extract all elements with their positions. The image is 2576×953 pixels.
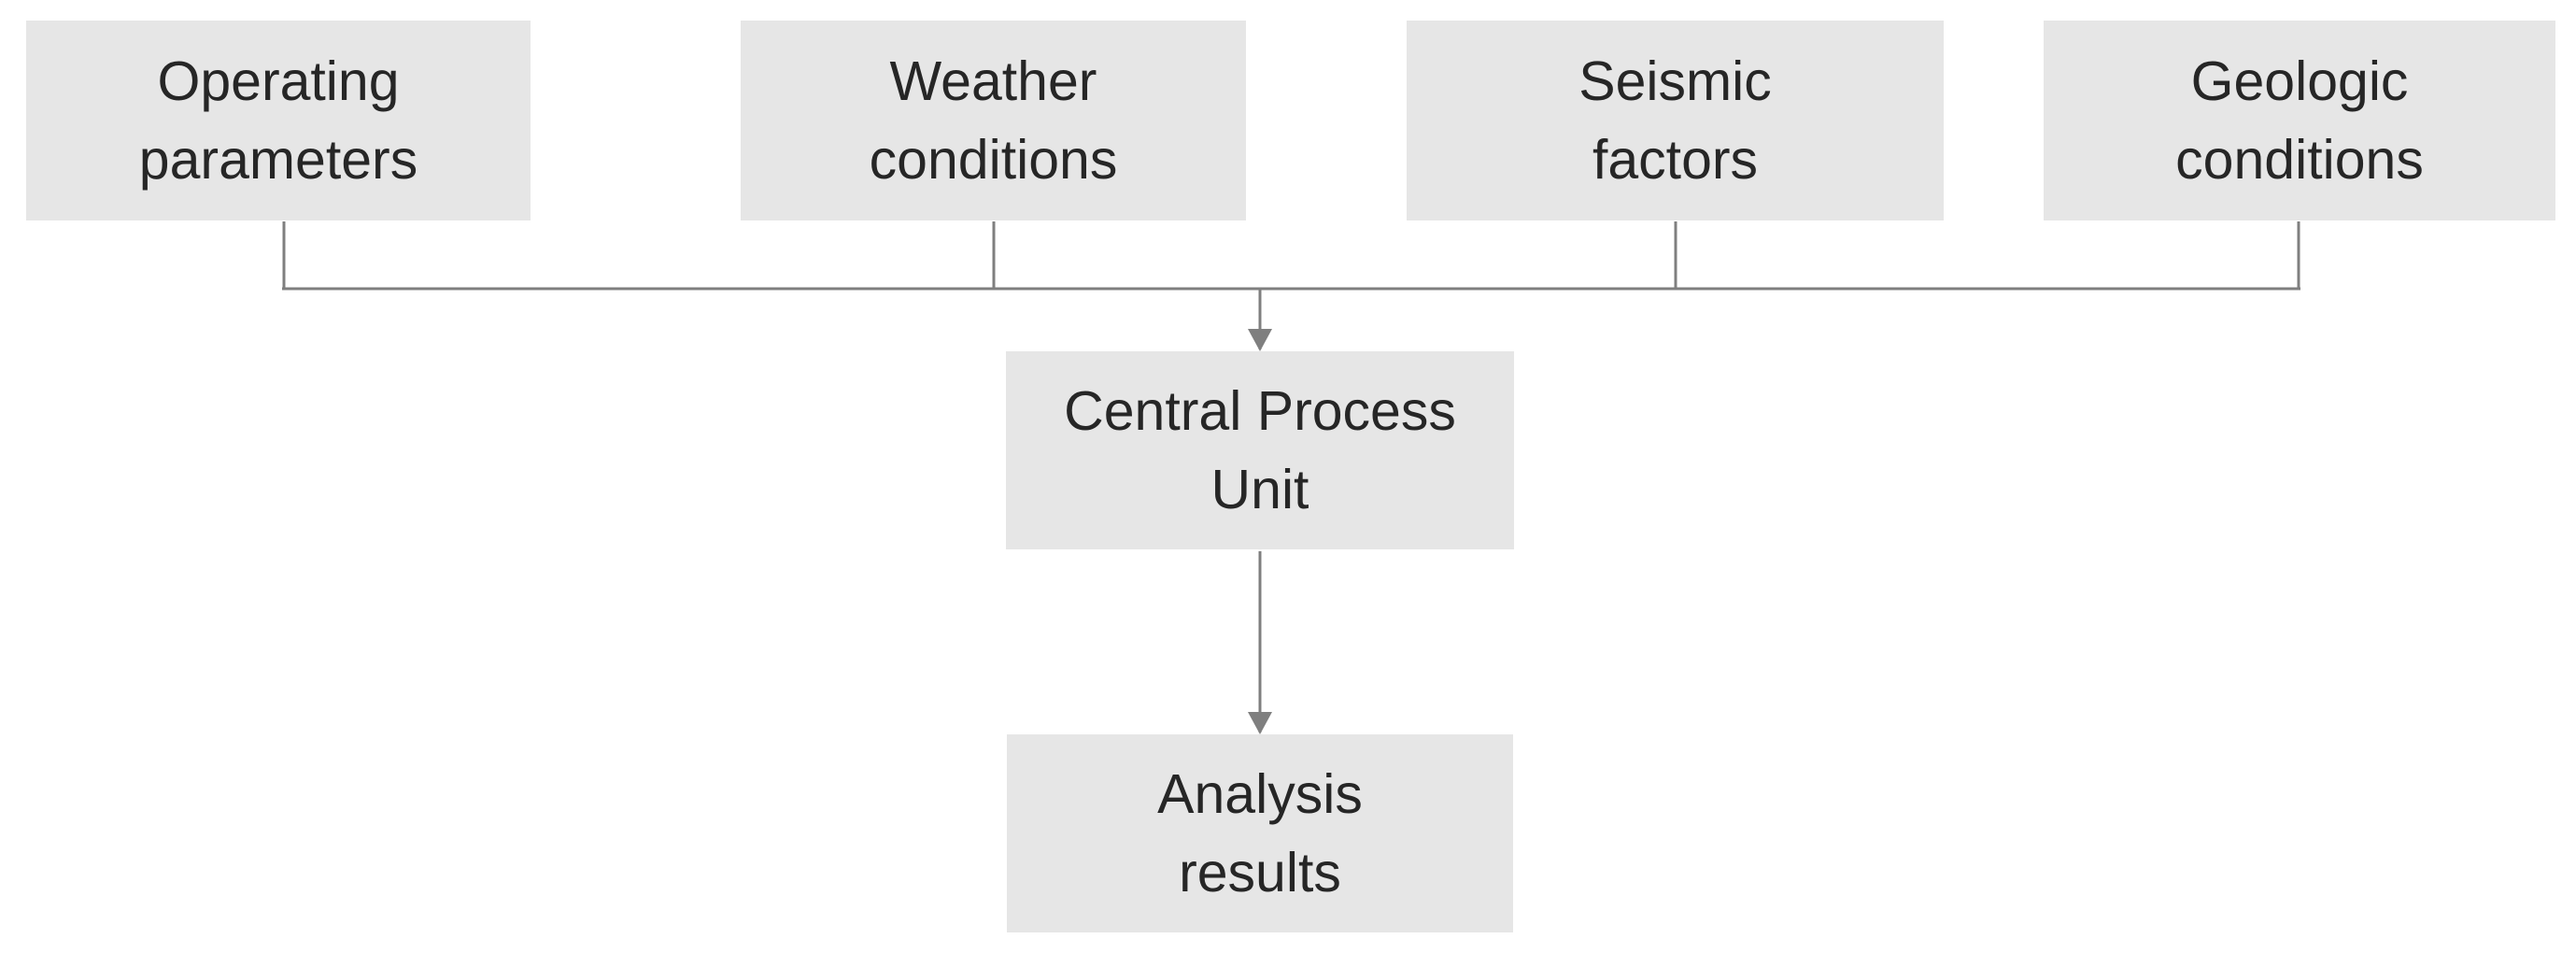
arrowhead-to-central xyxy=(1248,329,1272,351)
node-analysis-results: Analysis results xyxy=(1007,734,1513,932)
node-weather-conditions: Weather conditions xyxy=(741,21,1246,220)
node-central-process-unit: Central Process Unit xyxy=(1006,351,1514,549)
node-operating-parameters: Operating parameters xyxy=(26,21,531,220)
node-central-process-unit-label: Central Process Unit xyxy=(1064,380,1456,520)
node-geologic-conditions-label: Geologic conditions xyxy=(2175,50,2424,191)
node-weather-conditions-label: Weather conditions xyxy=(869,50,1118,191)
node-analysis-results-label: Analysis results xyxy=(1157,763,1363,903)
arrowhead-to-analysis xyxy=(1248,712,1272,734)
node-seismic-factors-label: Seismic factors xyxy=(1578,50,1772,191)
node-seismic-factors: Seismic factors xyxy=(1407,21,1944,220)
node-geologic-conditions: Geologic conditions xyxy=(2044,21,2555,220)
node-operating-parameters-label: Operating parameters xyxy=(138,50,418,191)
